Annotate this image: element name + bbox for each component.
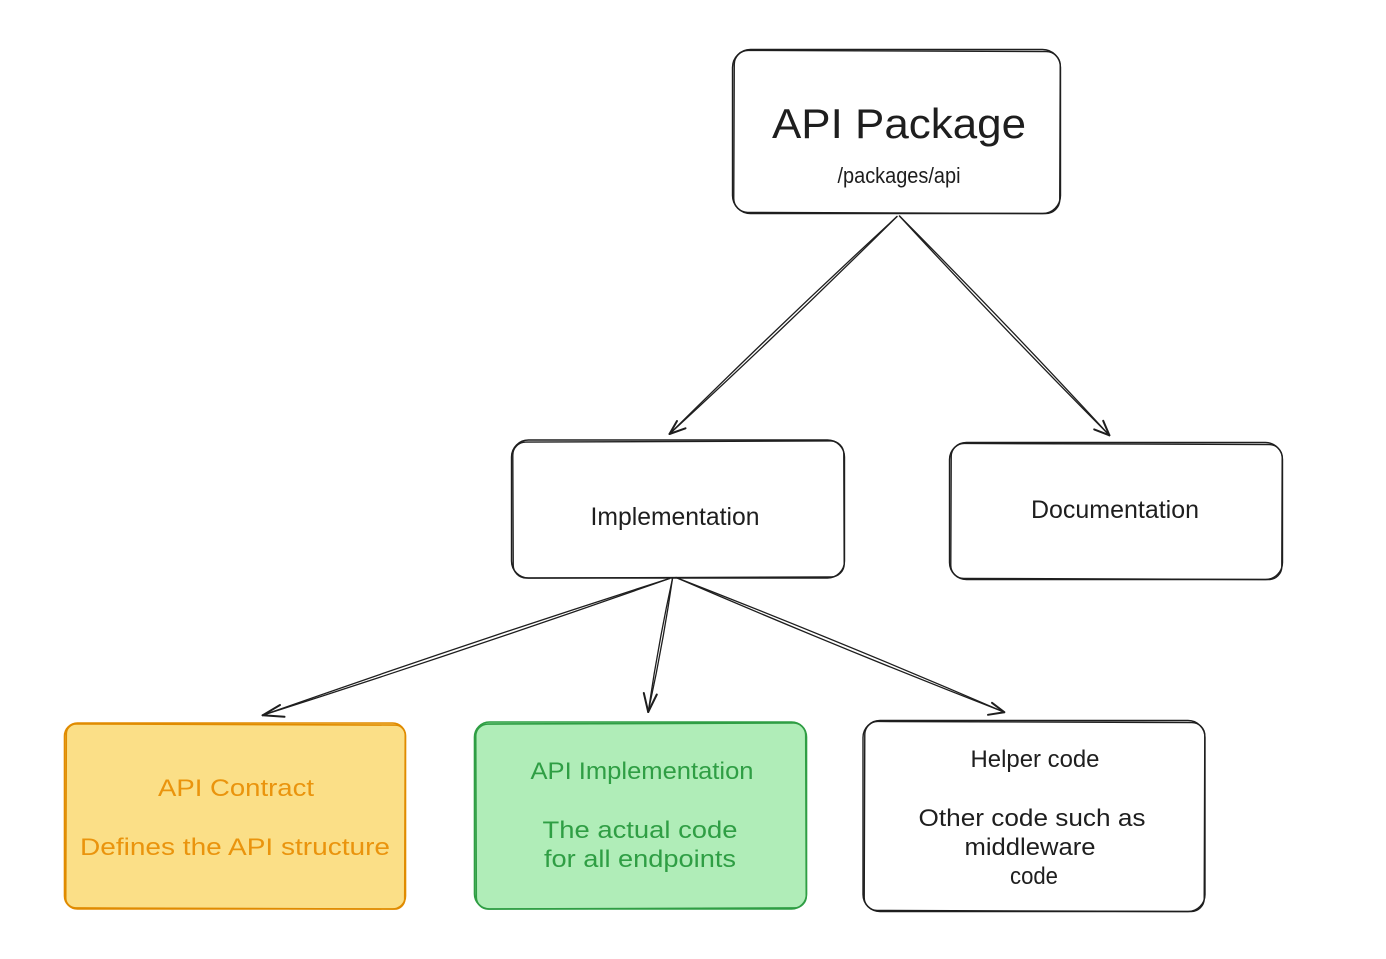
svg-text:The actual code: The actual code: [543, 817, 738, 844]
svg-text:Other code such as: Other code such as: [919, 805, 1146, 832]
svg-text:for all endpoints: for all endpoints: [544, 846, 736, 873]
svg-text:Helper code: Helper code: [971, 746, 1100, 773]
svg-text:API Implementation: API Implementation: [531, 758, 754, 785]
svg-text:Documentation: Documentation: [1031, 496, 1199, 524]
svg-text:/packages/api: /packages/api: [838, 163, 961, 188]
svg-text:API Package: API Package: [772, 100, 1026, 147]
svg-text:Defines the API structure: Defines the API structure: [80, 834, 390, 861]
svg-text:middleware: middleware: [965, 834, 1096, 861]
svg-text:API Contract: API Contract: [158, 775, 314, 802]
svg-text:Implementation: Implementation: [591, 503, 760, 531]
svg-text:code: code: [1010, 863, 1058, 890]
